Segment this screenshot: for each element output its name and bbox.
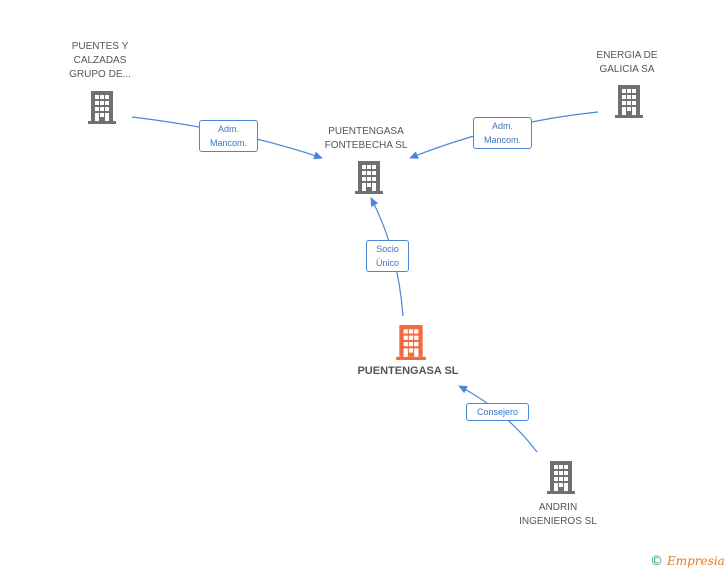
building-icon-puentes-calzadas[interactable] [88, 91, 116, 124]
building-icon-fontebecha[interactable] [355, 161, 383, 194]
edge-label-consejero: Consejero [466, 403, 529, 421]
building-icon-puentengasa[interactable] [396, 325, 426, 360]
node-label-energia-galicia[interactable]: ENERGIA DE GALICIA SA [596, 50, 658, 75]
brand-logo[interactable]: © Empresia [650, 554, 725, 569]
copyright-icon: © [650, 554, 663, 569]
node-label-puentengasa[interactable]: PUENTENGASA SL [357, 365, 459, 377]
edge-label-puentes-adm-mancom: Adm. Mancom. [199, 120, 258, 152]
node-label-fontebecha[interactable]: PUENTENGASA FONTEBECHA SL [324, 126, 408, 151]
building-icon-energia-galicia[interactable] [615, 85, 643, 118]
node-label-puentes-calzadas[interactable]: PUENTES Y CALZADAS GRUPO DE... [69, 41, 131, 80]
brand-name: Empresia [667, 554, 725, 568]
edge-label-energia-adm-mancom: Adm. Mancom. [473, 117, 532, 149]
building-icon-andrin[interactable] [547, 461, 575, 494]
edge-label-socio-unico: Socio Único [366, 240, 409, 272]
node-label-andrin[interactable]: ANDRIN INGENIEROS SL [519, 502, 597, 527]
